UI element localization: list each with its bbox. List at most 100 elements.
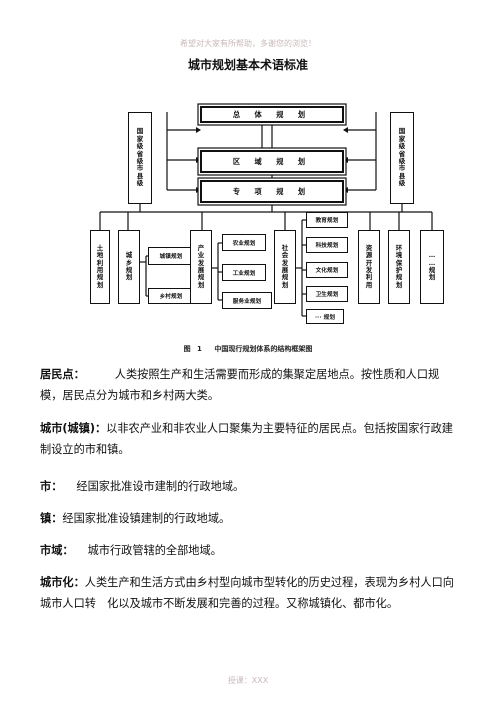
right-level-char-0: 国 bbox=[398, 127, 406, 136]
industrial-plan-box: 工业规划 bbox=[222, 264, 266, 281]
industry-char-5: 划 bbox=[197, 280, 205, 289]
special-plan-box: 专 项 规 划 bbox=[200, 180, 344, 203]
other-plan-char-2: 规 bbox=[428, 266, 436, 274]
resource-char-3: 发 bbox=[365, 266, 373, 274]
social-char-5: 划 bbox=[281, 280, 289, 289]
left-level-char-6: 县 bbox=[136, 171, 144, 180]
industry-char-0: 产 bbox=[197, 243, 205, 252]
right-level-char-4: 级 bbox=[398, 157, 406, 165]
left-level-box: 国 家 级 省 级 市 县 级 bbox=[128, 112, 152, 204]
right-level-char-6: 县 bbox=[398, 171, 406, 180]
environment-char-5: 划 bbox=[395, 280, 403, 289]
term-definition: 经国家批准设镇建制的行政地域。 bbox=[62, 512, 231, 525]
village-plan-box: 乡村规划 bbox=[148, 288, 194, 304]
urban-rural-char-1: 乡 bbox=[125, 258, 133, 267]
health-plan-box: 卫生规划 bbox=[306, 286, 348, 302]
resource-char-4: 利 bbox=[365, 273, 373, 282]
urban-rural-plan-box: 城 乡 规 划 bbox=[118, 230, 140, 304]
right-level-char-1: 家 bbox=[398, 134, 406, 143]
figure-caption-text: 中国现行规划体系的结构框架图 bbox=[214, 345, 313, 353]
resource-char-1: 源 bbox=[365, 251, 373, 260]
regional-plan-box: 区 域 规 划 bbox=[200, 150, 344, 173]
other-social-plan-box: ··· 规划 bbox=[306, 309, 344, 324]
left-level-char-1: 家 bbox=[136, 134, 144, 143]
resource-char-5: 用 bbox=[365, 280, 373, 289]
left-level-char-3: 省 bbox=[136, 149, 144, 158]
industry-char-1: 业 bbox=[197, 251, 205, 260]
agriculture-plan-box: 农业规划 bbox=[222, 234, 266, 251]
definition-city: 城市(城镇)：以非农产业和非农业人口聚集为主要特征的居民点。包括按国家行政建制设… bbox=[40, 418, 460, 460]
right-level-char-3: 省 bbox=[398, 149, 406, 158]
term-definition: 经国家批准设市建制的行政地域。 bbox=[76, 480, 245, 493]
urban-rural-char-3: 划 bbox=[125, 273, 133, 282]
term-definition: 以非农产业和非农业人口聚集为主要特征的居民点。包括按国家行政建制设立的市和镇。 bbox=[40, 422, 453, 456]
other-plan-char-1: … bbox=[428, 258, 436, 267]
header-note: 希望对大家有所帮助，多谢您的浏览！ bbox=[180, 39, 316, 48]
left-level-char-4: 级 bbox=[136, 157, 144, 165]
other-plan-char-0: … bbox=[428, 251, 436, 260]
environment-plan-box: 环 境 保 护 规 划 bbox=[388, 230, 410, 304]
industry-plan-box: 产 业 发 展 规 划 bbox=[190, 230, 212, 304]
definition-city-region: 市域： 城市行政管辖的全部地域。 bbox=[40, 540, 460, 561]
culture-plan-box: 文化规划 bbox=[306, 262, 348, 278]
social-plan-box: 社 会 发 展 规 划 bbox=[274, 230, 296, 304]
term-label: 镇： bbox=[40, 512, 63, 525]
environment-char-2: 保 bbox=[395, 258, 403, 267]
urban-rural-char-2: 规 bbox=[125, 266, 133, 274]
figure-label: 图 1 bbox=[183, 345, 202, 353]
document-title: 城市规划基本术语标准 bbox=[187, 58, 308, 72]
social-char-4: 规 bbox=[281, 273, 289, 282]
land-use-plan-box: 土 地 利 用 规 划 bbox=[90, 230, 110, 304]
social-char-2: 发 bbox=[281, 258, 289, 267]
industry-char-3: 展 bbox=[197, 266, 205, 274]
right-level-box: 国 家 级 省 级 市 县 级 bbox=[390, 112, 414, 204]
social-char-0: 社 bbox=[281, 243, 289, 252]
resource-char-0: 资 bbox=[365, 243, 373, 252]
education-plan-box: 教育规划 bbox=[306, 212, 348, 228]
environment-char-3: 护 bbox=[395, 266, 403, 274]
science-plan-box: 科技规划 bbox=[306, 237, 348, 253]
definition-urbanization: 城市化：人类生产和生活方式由乡村型向城市型转化的历史过程，表现为乡村人口向城市人… bbox=[40, 572, 460, 614]
term-label: 市： bbox=[40, 480, 63, 493]
social-char-3: 展 bbox=[281, 266, 289, 274]
term-label: 市域： bbox=[40, 544, 74, 557]
resource-plan-box: 资 源 开 发 利 用 bbox=[358, 230, 380, 304]
right-level-char-5: 市 bbox=[398, 164, 406, 173]
planning-system-diagram: 总 体 规 划 区 域 规 划 专 项 规 划 国 家 级 省 级 市 县 级 … bbox=[80, 90, 450, 338]
left-level-char-5: 市 bbox=[136, 164, 144, 173]
resource-char-2: 开 bbox=[365, 258, 373, 267]
left-level-char-2: 级 bbox=[136, 142, 144, 151]
definition-town: 镇：经国家批准设镇建制的行政地域。 bbox=[40, 508, 460, 529]
figure-caption: 图 1 中国现行规划体系的结构框架图 bbox=[0, 344, 496, 354]
definition-settlement: 居民点：人类按照生产和生活需要而形成的集聚定居地点。按性质和人口规模，居民点分为… bbox=[40, 364, 460, 406]
social-char-1: 会 bbox=[281, 251, 289, 260]
term-label: 城市化： bbox=[40, 576, 85, 589]
term-definition: 人类按照生产和生活需要而形成的集聚定居地点。按性质和人口规模，居民点分为城市和乡… bbox=[40, 368, 440, 402]
land-use-char-1: 地 bbox=[96, 251, 104, 260]
urban-rural-char-0: 城 bbox=[125, 251, 133, 260]
left-level-char-7: 级 bbox=[136, 179, 144, 188]
other-plan-box: … … 规 划 bbox=[420, 230, 444, 304]
term-label: 城市(城镇)： bbox=[40, 422, 107, 435]
service-plan-box: 服务业规划 bbox=[222, 292, 272, 309]
town-plan-box: 城镇规划 bbox=[148, 247, 194, 265]
industry-char-4: 规 bbox=[197, 273, 205, 282]
industry-char-2: 发 bbox=[197, 258, 205, 267]
land-use-char-5: 划 bbox=[96, 280, 104, 289]
overall-plan-box: 总 体 规 划 bbox=[200, 106, 344, 123]
environment-char-0: 环 bbox=[395, 243, 403, 252]
land-use-char-2: 利 bbox=[96, 258, 104, 267]
environment-char-4: 规 bbox=[395, 273, 403, 282]
land-use-char-3: 用 bbox=[96, 266, 104, 274]
land-use-char-4: 规 bbox=[96, 273, 104, 282]
term-definition: 人类生产和生活方式由乡村型向城市型转化的历史过程，表现为乡村人口向城市人口转 化… bbox=[40, 576, 454, 610]
left-level-char-0: 国 bbox=[136, 127, 144, 136]
right-level-char-2: 级 bbox=[398, 142, 406, 151]
right-level-char-7: 级 bbox=[398, 179, 406, 188]
footer-note: 授课：XXX bbox=[227, 676, 269, 685]
term-label: 居民点： bbox=[40, 368, 85, 381]
land-use-char-0: 土 bbox=[96, 243, 104, 252]
term-definition: 城市行政管辖的全部地域。 bbox=[87, 544, 222, 557]
environment-char-1: 境 bbox=[395, 251, 403, 260]
definition-municipality: 市： 经国家批准设市建制的行政地域。 bbox=[40, 476, 460, 497]
